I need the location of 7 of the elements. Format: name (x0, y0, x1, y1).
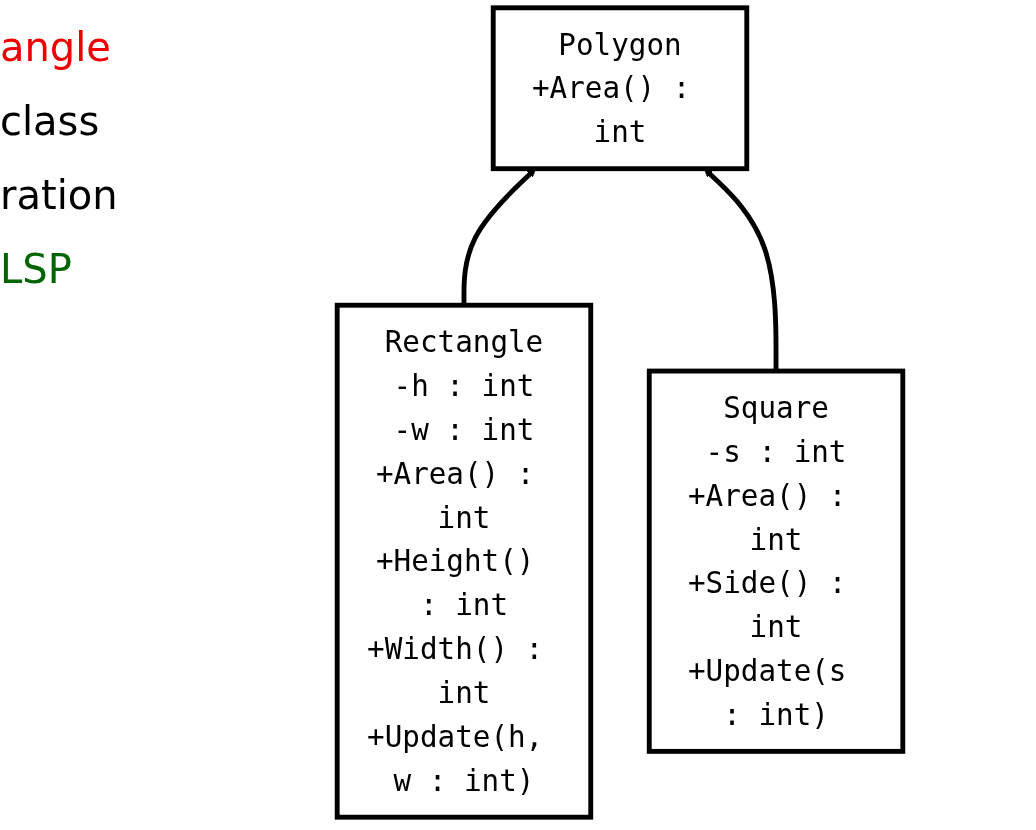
node-box: Polygon +Area() : int (490, 5, 750, 172)
node-box: Square -s : int +Area() : int +Side() : int +Update(s : int) (646, 368, 906, 754)
note-text: ration (0, 171, 119, 220)
note-text: class (0, 97, 101, 146)
node-box: Rectangle -h : int -w : int +Area() : int +Height() : int +Width() : int +Update(h, w : int) (334, 302, 594, 820)
note-text: LSP (0, 245, 73, 294)
note-text: angle (0, 23, 112, 72)
